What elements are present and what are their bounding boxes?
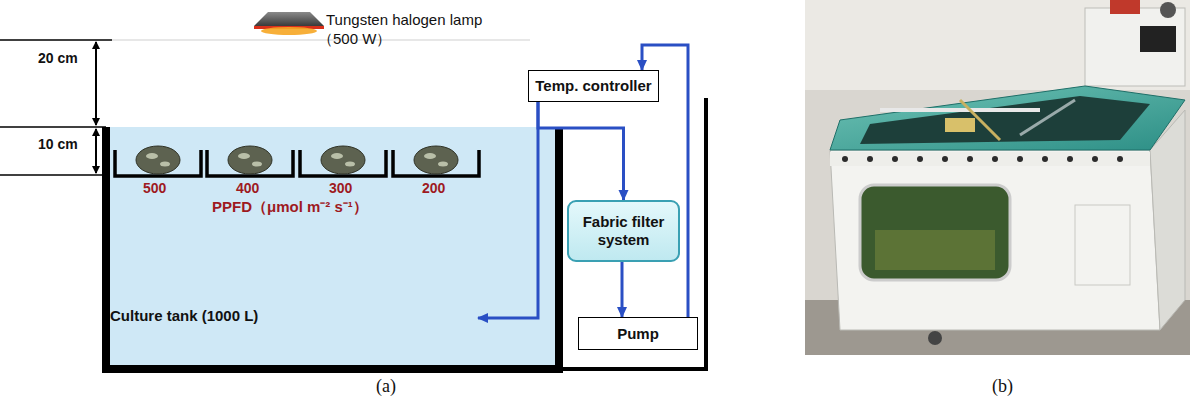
dimension-lines [0,40,530,175]
ppfd-unit: PPFD（μmol m⁻² s⁻¹） [212,198,368,215]
node-text: Fabric filter system [569,213,678,249]
panel-label: (b) [992,376,1013,397]
dimension: 20 cm [38,50,78,66]
halogen-lamp [254,12,324,35]
dimension: 10 cm [38,136,78,152]
lamp-label: Tungsten halogen lamp [326,11,482,28]
pump-box: Pump [578,317,698,350]
filter-box: Fabric filter system [567,200,680,262]
controller-box: Temp. controller [528,70,659,102]
flow-arrow [478,102,538,318]
ppfd-value: 300 [329,180,352,196]
panel-label: (a) [376,376,396,397]
tank-wall [106,127,559,369]
node-text: Culture tank (1000 L) [110,307,258,325]
flow-arrow [538,102,624,200]
ppfd-value: 400 [236,180,259,196]
ppfd-value: 200 [422,180,445,196]
sump-wall [559,367,708,371]
tank-water [110,127,555,365]
flow-arrow [621,262,624,317]
ppfd-value: 500 [143,180,166,196]
oyster-trays [115,146,479,176]
culture-tank: Culture tank (1000 L) [110,128,555,365]
sump-wall [704,98,708,371]
lamp-power: （500 W） [318,30,391,47]
node-text: Pump [617,325,659,343]
photo [805,0,1190,355]
node-text: Temp. controller [535,77,651,95]
